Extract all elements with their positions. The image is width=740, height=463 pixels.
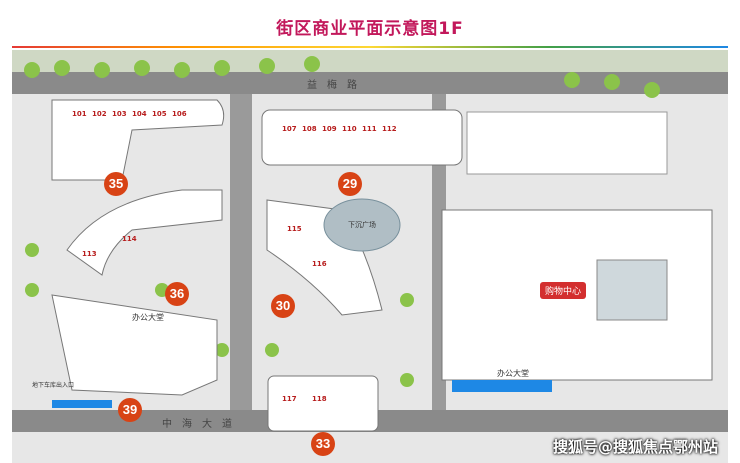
trees [24,56,660,387]
block-36-building [66,189,223,276]
shop-number: 106 [172,110,187,118]
office-lobby-label: 办公大堂 [132,313,164,322]
block-39-building [51,294,218,396]
open-lot [466,111,668,175]
shop-number: 108 [302,125,317,133]
block-29-building [261,109,463,166]
water-feature-east [452,380,552,392]
sunken-plaza [323,198,401,252]
mall-atrium [596,259,668,321]
shop-number: 103 [112,110,127,118]
map-title: 街区商业平面示意图1F [276,19,464,39]
road-label-south: 中海大道 [162,419,242,430]
shop-number: 105 [152,110,167,118]
title-divider [12,46,728,48]
shop-number: 104 [132,110,147,118]
shop-number: 116 [312,260,327,268]
block-badge-29: 29 [338,172,362,196]
water-feature-west [52,400,112,408]
mall-label: 购物中心 [540,282,587,299]
shop-number: 115 [287,225,302,233]
block-badge-39: 39 [118,398,142,422]
plaza-label: 下沉广场 [348,221,376,229]
shop-number: 117 [282,395,297,403]
road-label-north: 益梅路 [307,80,367,91]
shop-number: 111 [362,125,377,133]
block-badge-36: 36 [165,282,189,306]
shop-number: 109 [322,125,337,133]
watermark: 搜狐号@搜狐焦点鄂州站 [552,438,718,456]
block-badge-35: 35 [104,172,128,196]
shop-number: 114 [122,235,137,243]
mall-office-label: 办公大堂 [497,369,529,378]
shop-number: 113 [82,250,97,258]
block-badge-30: 30 [271,294,295,318]
mid-road [230,94,252,410]
shop-number: 101 [72,110,87,118]
shop-number: 118 [312,395,327,403]
shop-number: 110 [342,125,357,133]
block-35-building [51,99,225,181]
block-33-building [267,375,379,432]
site-plan-graphic [12,50,728,432]
block-badge-33: 33 [311,432,335,456]
garage-entrance-label: 地下车库出入口 [32,382,75,389]
shop-number: 107 [282,125,297,133]
shop-number: 112 [382,125,397,133]
shop-number: 102 [92,110,107,118]
north-road [12,72,728,94]
site-plan: 益梅路 中海大道 35 29 36 30 39 33 购物中心 办公大堂 办公大… [12,50,728,463]
